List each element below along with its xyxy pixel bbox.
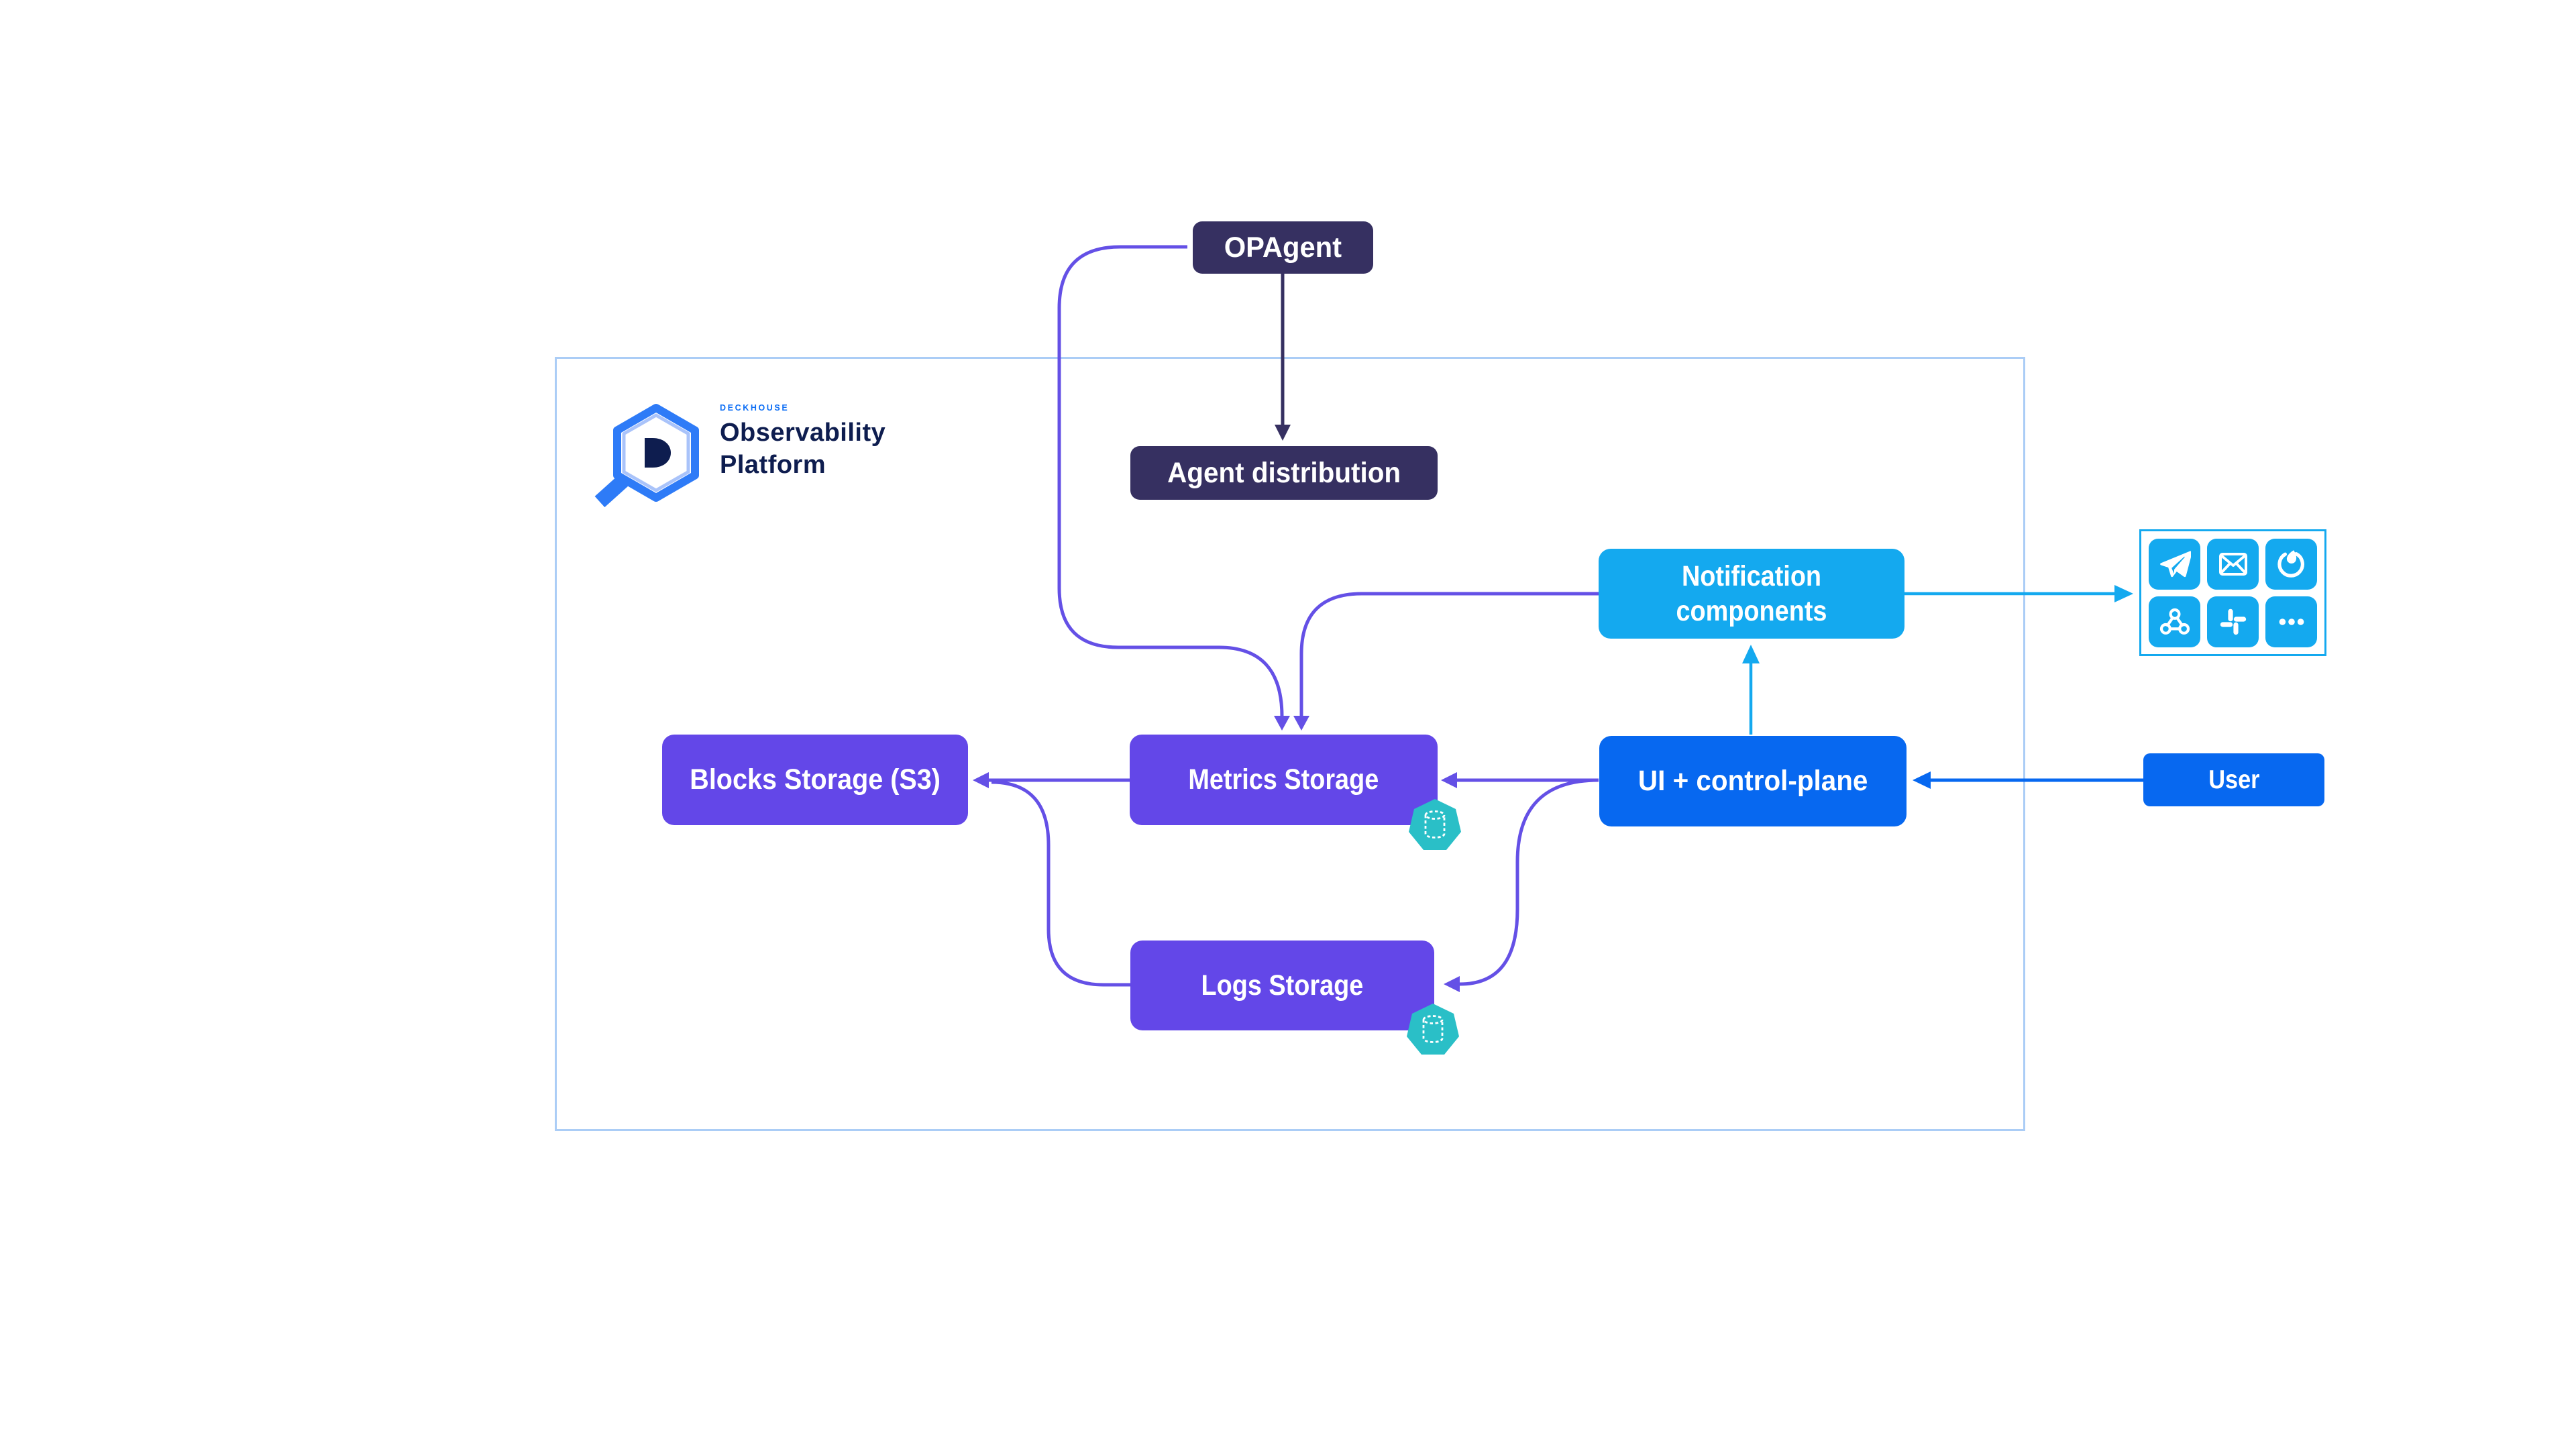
arrowhead-user-ui xyxy=(1913,771,1931,789)
arrowhead-ui-metrics xyxy=(1441,772,1457,788)
arrowhead-ui-notification xyxy=(1742,645,1760,663)
arrowhead-metrics-blocks xyxy=(973,772,989,788)
edge-ui-logs xyxy=(1459,778,1599,986)
node-blocks-storage: Blocks Storage (S3) xyxy=(662,735,968,825)
arrowhead-opagent-agentdist xyxy=(1275,425,1291,441)
arrowhead-opagent-metrics xyxy=(1274,716,1290,731)
edge-opagent-metrics xyxy=(1057,245,1284,717)
node-user: User xyxy=(2143,753,2324,806)
mattermost-icon xyxy=(2265,539,2317,590)
metrics-storage-badge xyxy=(1409,799,1461,850)
platform-container xyxy=(555,357,2025,1131)
deckhouse-logo-text: DECKHOUSE Observability Platform xyxy=(720,403,885,481)
logo-brand: DECKHOUSE xyxy=(720,403,790,413)
deckhouse-logo-icon xyxy=(594,404,699,508)
logs-storage-badge xyxy=(1407,1004,1459,1055)
node-agent-distribution: Agent distribution xyxy=(1130,446,1438,500)
telegram-icon xyxy=(2149,539,2200,590)
node-metrics-storage: Metrics Storage xyxy=(1130,735,1438,825)
webhook-icon xyxy=(2149,596,2200,647)
node-notification-components: Notification components xyxy=(1599,549,1904,639)
arrowhead-notification-channels xyxy=(2114,585,2133,602)
more-channels-icon xyxy=(2265,596,2317,647)
slack-icon xyxy=(2207,596,2259,647)
notification-channels-grid xyxy=(2139,529,2326,656)
node-ui-control-plane: UI + control-plane xyxy=(1599,736,1907,826)
node-opagent: OPAgent xyxy=(1193,221,1373,274)
arrowhead-notification-metrics xyxy=(1293,716,1309,731)
edge-notification-metrics xyxy=(1299,592,1599,716)
edge-logs-blocks xyxy=(991,780,1130,987)
arrowhead-ui-logs xyxy=(1444,976,1460,992)
email-icon xyxy=(2207,539,2259,590)
node-logs-storage: Logs Storage xyxy=(1130,941,1434,1030)
logo-product: Observability Platform xyxy=(720,419,886,479)
